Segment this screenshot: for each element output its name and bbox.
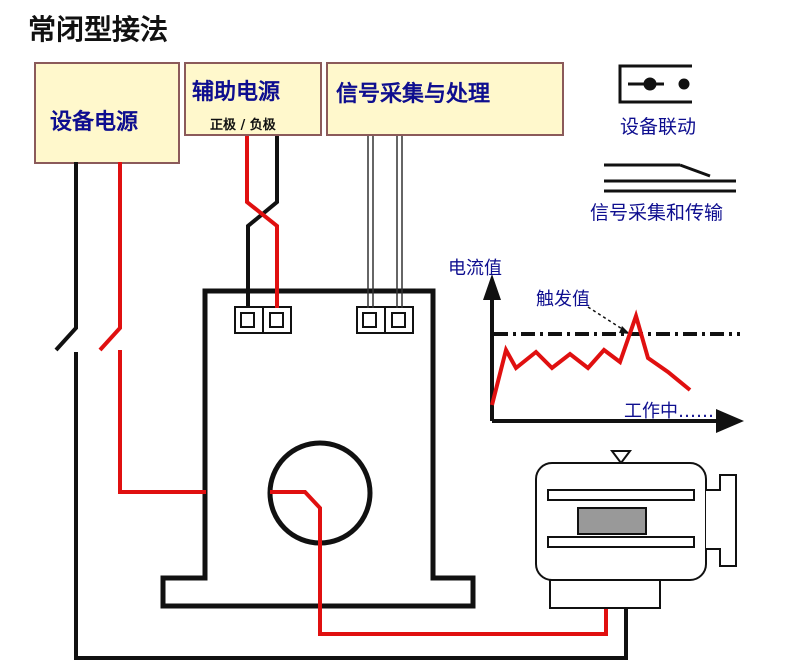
equipment-power-box: 设备电源 xyxy=(34,62,180,164)
motor xyxy=(535,450,737,609)
y-axis-arrow xyxy=(483,274,501,300)
power-red-run xyxy=(118,350,206,494)
transformer-body xyxy=(160,288,476,609)
signal-processing-box: 信号采集与处理 xyxy=(326,62,564,136)
linkage-icon xyxy=(618,64,692,104)
red-through-core xyxy=(270,490,608,636)
page-title: 常闭型接法 xyxy=(28,13,169,46)
linkage-legend-label: 设备联动 xyxy=(620,116,697,138)
x-axis-arrow xyxy=(716,409,744,433)
aux-terminal-block xyxy=(234,306,292,334)
equipment-power-label: 设备电源 xyxy=(50,110,139,135)
signal-transfer-legend-label: 信号采集和传输 xyxy=(590,202,724,224)
power-black-wire xyxy=(54,162,78,352)
signal-processing-label: 信号采集与处理 xyxy=(336,82,491,107)
aux-power-polarity: 正极 / 负极 xyxy=(210,118,276,133)
signal-wires xyxy=(367,136,403,308)
aux-power-label: 辅助电源 xyxy=(192,80,281,105)
current-curve xyxy=(490,309,692,406)
aux-red-wire xyxy=(245,136,279,308)
trigger-pointer xyxy=(587,306,631,335)
trigger-label: 触发值 xyxy=(536,289,590,310)
status-label: 工作中…… xyxy=(624,401,714,422)
signal-transfer-icon xyxy=(604,163,736,193)
chart-ylabel: 电流值 xyxy=(448,258,502,279)
aux-power-box: 辅助电源 正极 / 负极 xyxy=(184,62,322,136)
power-red-wire xyxy=(98,162,122,352)
signal-terminal-block xyxy=(356,306,414,334)
